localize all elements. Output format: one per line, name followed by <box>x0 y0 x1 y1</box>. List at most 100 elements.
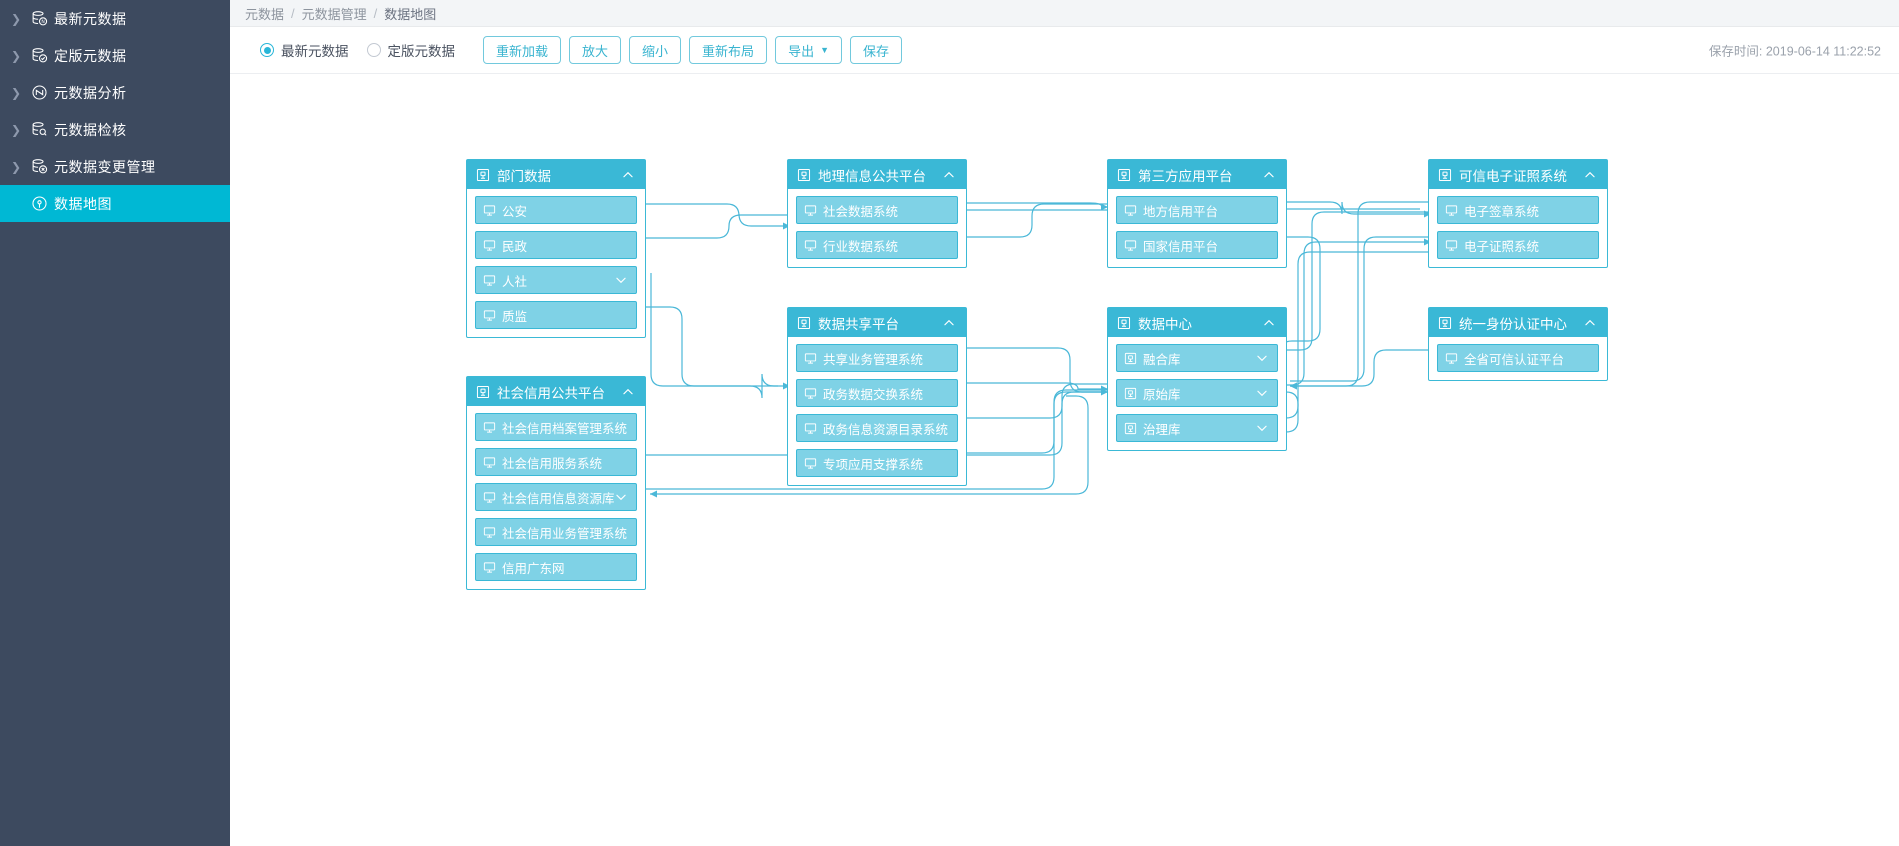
breadcrumb-item-1[interactable]: 元数据管理 <box>301 6 367 22</box>
chevron-up-icon[interactable] <box>621 385 635 399</box>
chevron-down-icon[interactable] <box>1255 351 1269 365</box>
diagram-node[interactable]: 社会信用服务系统 <box>475 448 637 476</box>
panel-header-share[interactable]: 数据共享平台 <box>788 308 966 337</box>
reload-button[interactable]: 重新加载 <box>483 36 562 64</box>
zoom-in-button[interactable]: 放大 <box>569 36 622 64</box>
monitor-icon <box>804 422 817 435</box>
sidebar-item-metadata-change-mgmt[interactable]: ❯ 元数据变更管理 <box>0 148 230 185</box>
diagram-panel-geo[interactable]: 地理信息公共平台社会数据系统行业数据系统 <box>787 159 967 268</box>
server-icon <box>1117 316 1131 330</box>
zoom-out-button[interactable]: 缩小 <box>629 36 682 64</box>
chevron-down-icon[interactable] <box>614 490 628 504</box>
sidebar-item-label: 最新元数据 <box>54 10 127 27</box>
panel-header-datacenter[interactable]: 数据中心 <box>1108 308 1286 337</box>
chevron-up-icon[interactable] <box>942 316 956 330</box>
radio-label: 最新元数据 <box>281 44 349 59</box>
diagram-node[interactable]: 政务信息资源目录系统 <box>796 414 958 442</box>
diagram-node[interactable]: 国家信用平台 <box>1116 231 1278 259</box>
node-label: 融合库 <box>1143 352 1181 367</box>
panel-header-auth[interactable]: 统一身份认证中心 <box>1429 308 1607 337</box>
diagram-node[interactable]: 政务数据交换系统 <box>796 379 958 407</box>
panel-body-thirdparty: 地方信用平台国家信用平台 <box>1108 189 1286 267</box>
panel-header-dept[interactable]: 部门数据 <box>467 160 645 189</box>
panel-body-credit-public: 社会信用档案管理系统社会信用服务系统社会信用信息资源库社会信用业务管理系统信用广… <box>467 406 645 589</box>
diagram-node[interactable]: 公安 <box>475 196 637 224</box>
panel-header-geo[interactable]: 地理信息公共平台 <box>788 160 966 189</box>
diagram-node[interactable]: 治理库 <box>1116 414 1278 442</box>
diagram-node[interactable]: 共享业务管理系统 <box>796 344 958 372</box>
diagram-node[interactable]: 民政 <box>475 231 637 259</box>
chevron-down-icon[interactable] <box>1255 421 1269 435</box>
diagram-canvas[interactable]: 部门数据公安民政人社质监社会信用公共平台社会信用档案管理系统社会信用服务系统社会… <box>230 74 1899 846</box>
panel-body-auth: 全省可信认证平台 <box>1429 337 1607 380</box>
panel-header-thirdparty[interactable]: 第三方应用平台 <box>1108 160 1286 189</box>
sidebar-item-label: 元数据检核 <box>54 121 127 138</box>
chevron-up-icon[interactable] <box>621 168 635 182</box>
chevron-up-icon[interactable] <box>1262 168 1276 182</box>
diagram-panel-datacenter[interactable]: 数据中心融合库原始库治理库 <box>1107 307 1287 451</box>
node-label: 原始库 <box>1143 387 1181 402</box>
node-label: 人社 <box>502 274 528 289</box>
diagram-node[interactable]: 行业数据系统 <box>796 231 958 259</box>
diagram-panel-thirdparty[interactable]: 第三方应用平台地方信用平台国家信用平台 <box>1107 159 1287 268</box>
node-label: 地方信用平台 <box>1143 204 1219 219</box>
server-icon <box>1117 168 1131 182</box>
node-label: 电子证照系统 <box>1464 239 1540 254</box>
monitor-icon <box>804 387 817 400</box>
sidebar-item-metadata-analysis[interactable]: ❯ 元数据分析 <box>0 74 230 111</box>
save-time-label: 保存时间: 2019-06-14 11:22:52 <box>1708 44 1881 59</box>
chevron-down-icon[interactable] <box>1255 386 1269 400</box>
monitor-icon <box>1445 352 1458 365</box>
diagram-node[interactable]: 社会信用档案管理系统 <box>475 413 637 441</box>
diagram-node[interactable]: 原始库 <box>1116 379 1278 407</box>
chevron-up-icon[interactable] <box>1583 168 1597 182</box>
diagram-panel-share[interactable]: 数据共享平台共享业务管理系统政务数据交换系统政务信息资源目录系统专项应用支撑系统 <box>787 307 967 486</box>
monitor-icon <box>483 421 496 434</box>
monitor-icon <box>483 526 496 539</box>
sidebar-item-versioned-metadata[interactable]: ❯ 定版元数据 <box>0 37 230 74</box>
relayout-button[interactable]: 重新布局 <box>689 36 768 64</box>
monitor-icon <box>483 204 496 217</box>
diagram-node[interactable]: 社会数据系统 <box>796 196 958 224</box>
sidebar-item-metadata-audit[interactable]: ❯ 元数据检核 <box>0 111 230 148</box>
panel-header-credit-public[interactable]: 社会信用公共平台 <box>467 377 645 406</box>
node-label: 专项应用支撑系统 <box>823 457 924 472</box>
diagram-node[interactable]: 电子证照系统 <box>1437 231 1599 259</box>
sidebar-item-data-map[interactable]: 数据地图 <box>0 185 230 222</box>
diagram-node[interactable]: 融合库 <box>1116 344 1278 372</box>
diagram-node[interactable]: 质监 <box>475 301 637 329</box>
breadcrumb-separator: / <box>291 5 295 21</box>
node-label: 全省可信认证平台 <box>1464 352 1565 367</box>
diagram-panel-dept[interactable]: 部门数据公安民政人社质监 <box>466 159 646 338</box>
diagram-node[interactable]: 人社 <box>475 266 637 294</box>
diagram-node[interactable]: 社会信用信息资源库 <box>475 483 637 511</box>
chevron-down-icon[interactable] <box>614 273 628 287</box>
diagram-node[interactable]: 专项应用支撑系统 <box>796 449 958 477</box>
diagram-node[interactable]: 全省可信认证平台 <box>1437 344 1599 372</box>
diagram-panel-credit-public[interactable]: 社会信用公共平台社会信用档案管理系统社会信用服务系统社会信用信息资源库社会信用业… <box>466 376 646 590</box>
radio-versioned-metadata[interactable]: 定版元数据 <box>366 40 455 60</box>
sidebar-item-latest-metadata[interactable]: ❯ N 最新元数据 <box>0 0 230 37</box>
button-label: 导出 <box>788 43 815 59</box>
export-button[interactable]: 导出 ▼ <box>775 36 842 64</box>
monitor-icon <box>483 456 496 469</box>
button-label: 保存 <box>863 43 890 59</box>
breadcrumb-separator: / <box>373 5 378 21</box>
radio-latest-metadata[interactable]: 最新元数据 <box>260 40 349 60</box>
diagram-node[interactable]: 社会信用业务管理系统 <box>475 518 637 546</box>
diagram-node[interactable]: 信用广东网 <box>475 553 637 581</box>
chevron-up-icon[interactable] <box>1262 316 1276 330</box>
server-icon <box>797 316 811 330</box>
panel-title: 第三方应用平台 <box>1138 168 1233 184</box>
chevron-up-icon[interactable] <box>1583 316 1597 330</box>
diagram-panel-cert[interactable]: 可信电子证照系统电子签章系统电子证照系统 <box>1428 159 1608 268</box>
node-label: 社会信用业务管理系统 <box>502 526 628 541</box>
breadcrumb-item-0[interactable]: 元数据 <box>245 6 285 22</box>
diagram-node[interactable]: 电子签章系统 <box>1437 196 1599 224</box>
diagram-node[interactable]: 地方信用平台 <box>1116 196 1278 224</box>
chevron-up-icon[interactable] <box>942 168 956 182</box>
save-button[interactable]: 保存 <box>850 36 903 64</box>
panel-header-cert[interactable]: 可信电子证照系统 <box>1429 160 1607 189</box>
diagram-panel-auth[interactable]: 统一身份认证中心全省可信认证平台 <box>1428 307 1608 381</box>
monitor-icon <box>804 457 817 470</box>
